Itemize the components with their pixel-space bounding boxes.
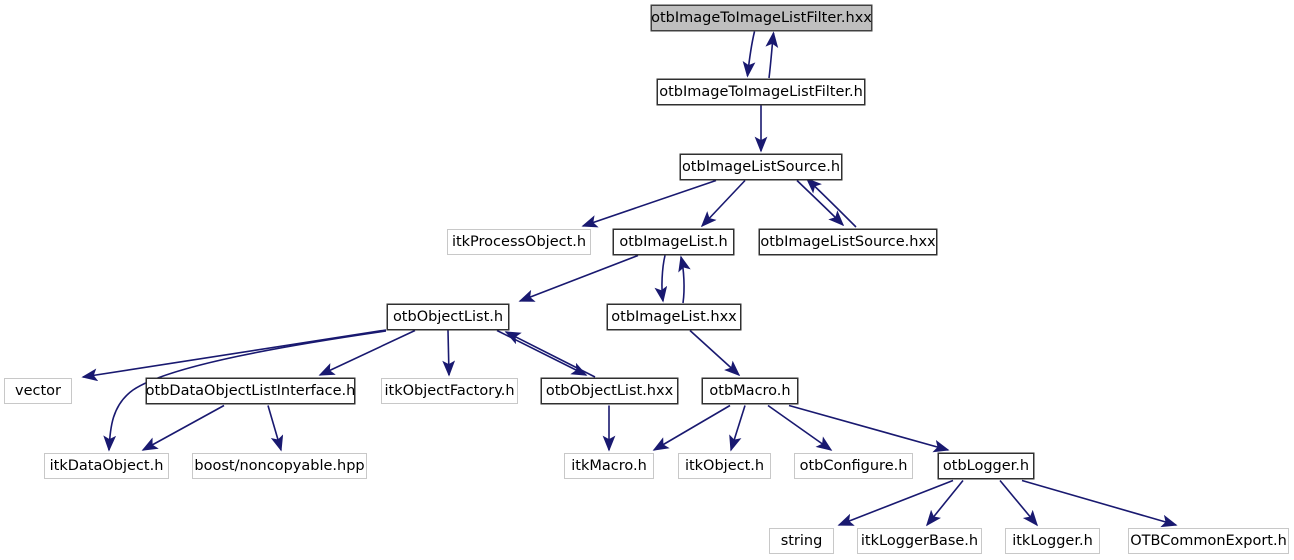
node-itk-object-h[interactable]: itkObject.h — [678, 453, 771, 479]
node-itk-logger-h[interactable]: itkLogger.h — [1005, 528, 1100, 554]
node-otb-data-object-list-interface-h[interactable]: otbDataObjectListInterface.h — [146, 378, 355, 404]
node-boost-noncopyable-hpp[interactable]: boost/noncopyable.hpp — [192, 453, 367, 479]
node-label: otbImageList.h — [619, 234, 728, 250]
node-label: otbDataObjectListInterface.h — [145, 383, 356, 399]
node-otb-image-list-h[interactable]: otbImageList.h — [613, 229, 734, 255]
node-label: otbConfigure.h — [799, 458, 908, 474]
node-otb-object-list-h[interactable]: otbObjectList.h — [387, 304, 509, 330]
node-itk-object-factory-h[interactable]: itkObjectFactory.h — [381, 378, 518, 404]
node-otb-image-list-source-h[interactable]: otbImageListSource.h — [680, 154, 842, 180]
node-otb-object-list-hxx[interactable]: otbObjectList.hxx — [541, 378, 678, 404]
node-otb-image-to-image-list-filter-h[interactable]: otbImageToImageListFilter.h — [657, 79, 865, 105]
node-label: otbImageToImageListFilter.hxx — [651, 10, 872, 26]
node-label: itkObject.h — [684, 458, 765, 474]
node-label: itkLogger.h — [1012, 533, 1093, 549]
node-label: itkLoggerBase.h — [860, 533, 979, 549]
node-label: otbLogger.h — [942, 458, 1030, 474]
node-label: otbImageListSource.h — [681, 159, 841, 175]
node-label: itkProcessObject.h — [451, 234, 587, 250]
node-label: otbObjectList.hxx — [545, 383, 674, 399]
node-vector[interactable]: vector — [4, 378, 72, 404]
node-otb-image-list-hxx[interactable]: otbImageList.hxx — [607, 304, 741, 330]
node-otb-common-export-h[interactable]: OTBCommonExport.h — [1128, 528, 1289, 554]
node-itk-logger-base-h[interactable]: itkLoggerBase.h — [857, 528, 982, 554]
node-label: otbImageListSource.hxx — [760, 234, 936, 250]
node-label: vector — [15, 383, 61, 399]
node-itk-macro-h[interactable]: itkMacro.h — [564, 453, 654, 479]
node-label: OTBCommonExport.h — [1130, 533, 1287, 549]
node-itk-data-object-h[interactable]: itkDataObject.h — [44, 453, 169, 479]
node-label: otbMacro.h — [709, 383, 791, 399]
node-label: string — [780, 533, 823, 549]
node-label: itkDataObject.h — [49, 458, 164, 474]
node-otb-configure-h[interactable]: otbConfigure.h — [794, 453, 913, 479]
node-label: itkObjectFactory.h — [384, 383, 515, 399]
node-label: boost/noncopyable.hpp — [194, 458, 365, 474]
node-label: itkMacro.h — [571, 458, 647, 474]
node-otb-logger-h[interactable]: otbLogger.h — [938, 453, 1034, 479]
node-otb-macro-h[interactable]: otbMacro.h — [702, 378, 798, 404]
node-label: otbImageList.hxx — [611, 309, 737, 325]
node-otb-image-to-image-list-filter-hxx[interactable]: otbImageToImageListFilter.hxx — [651, 5, 872, 31]
node-otb-image-list-source-hxx[interactable]: otbImageListSource.hxx — [759, 229, 937, 255]
node-label: otbObjectList.h — [392, 309, 504, 325]
node-itk-process-object-h[interactable]: itkProcessObject.h — [447, 229, 591, 255]
node-string[interactable]: string — [769, 528, 834, 554]
node-label: otbImageToImageListFilter.h — [659, 84, 863, 100]
